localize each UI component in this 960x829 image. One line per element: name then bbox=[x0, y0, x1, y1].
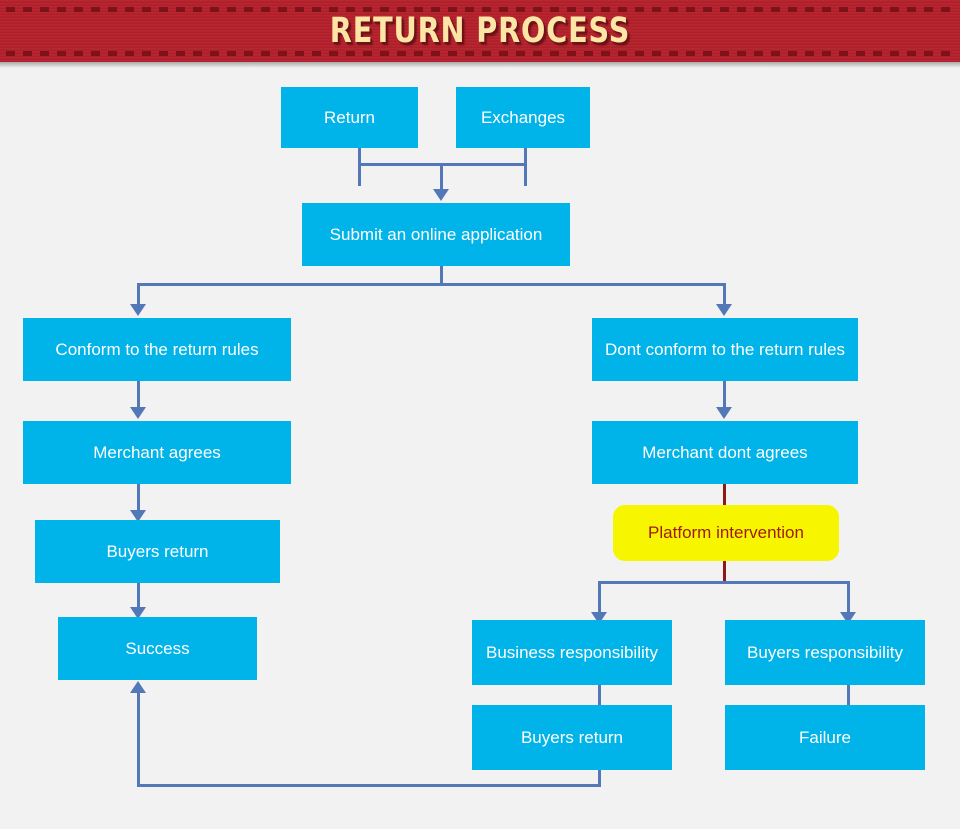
arrowhead-to-success bbox=[130, 607, 146, 619]
node-merchant-agrees[interactable]: Merchant agrees bbox=[23, 421, 291, 484]
node-business-responsibility[interactable]: Business responsibility bbox=[472, 620, 672, 685]
connector-split-bar bbox=[137, 283, 726, 286]
connector-loop-bottom-bar bbox=[137, 784, 601, 787]
node-merchant-dont-agrees[interactable]: Merchant dont agrees bbox=[592, 421, 858, 484]
connector-loop-up bbox=[137, 692, 140, 786]
connector-split-left-down bbox=[137, 283, 140, 306]
node-conform-to-return-rules[interactable]: Conform to the return rules bbox=[23, 318, 291, 381]
arrowhead-to-submit bbox=[433, 189, 449, 201]
connector-business-to-buyers-return bbox=[598, 685, 601, 707]
node-failure[interactable]: Failure bbox=[725, 705, 925, 770]
connector-split-right-down bbox=[723, 283, 726, 306]
node-buyers-return-right[interactable]: Buyers return bbox=[472, 705, 672, 770]
node-exchanges[interactable]: Exchanges bbox=[456, 87, 590, 148]
connector-conform-to-merchant bbox=[137, 381, 140, 409]
node-buyers-return-left[interactable]: Buyers return bbox=[35, 520, 280, 583]
arrowhead-to-conform bbox=[130, 304, 146, 316]
connector-merge-to-submit bbox=[440, 163, 443, 190]
banner-dashed-line-bottom bbox=[6, 51, 954, 56]
arrowhead-loop-to-success bbox=[130, 681, 146, 693]
connector-exchanges-down bbox=[524, 148, 527, 186]
node-buyers-responsibility[interactable]: Buyers responsibility bbox=[725, 620, 925, 685]
connector-loop-down bbox=[598, 770, 601, 787]
connector-dont-conform-to-merchant bbox=[723, 381, 726, 409]
arrowhead-to-merchant-dont-agrees bbox=[716, 407, 732, 419]
connector-merchant-to-buyers-return bbox=[137, 484, 140, 512]
connector-platform-right-down bbox=[847, 581, 850, 614]
connector-buyers-return-to-success bbox=[137, 583, 140, 609]
node-success[interactable]: Success bbox=[58, 617, 257, 680]
page-title: RETURN PROCESS bbox=[329, 11, 631, 51]
node-submit-online-application[interactable]: Submit an online application bbox=[302, 203, 570, 266]
connector-platform-split-bar bbox=[598, 581, 850, 584]
banner-shadow bbox=[0, 62, 960, 68]
connector-buyers-responsibility-to-failure bbox=[847, 685, 850, 707]
arrowhead-to-merchant-agrees bbox=[130, 407, 146, 419]
node-dont-conform-to-return-rules[interactable]: Dont conform to the return rules bbox=[592, 318, 858, 381]
connector-submit-down bbox=[440, 266, 443, 285]
node-return[interactable]: Return bbox=[281, 87, 418, 148]
connector-return-down bbox=[358, 148, 361, 186]
arrowhead-to-buyers-return-left bbox=[130, 510, 146, 522]
banner-dashed-line-top bbox=[6, 7, 954, 12]
node-platform-intervention[interactable]: Platform intervention bbox=[613, 505, 839, 561]
arrowhead-to-dont-conform bbox=[716, 304, 732, 316]
title-banner: RETURN PROCESS bbox=[0, 0, 960, 62]
connector-platform-left-down bbox=[598, 581, 601, 614]
